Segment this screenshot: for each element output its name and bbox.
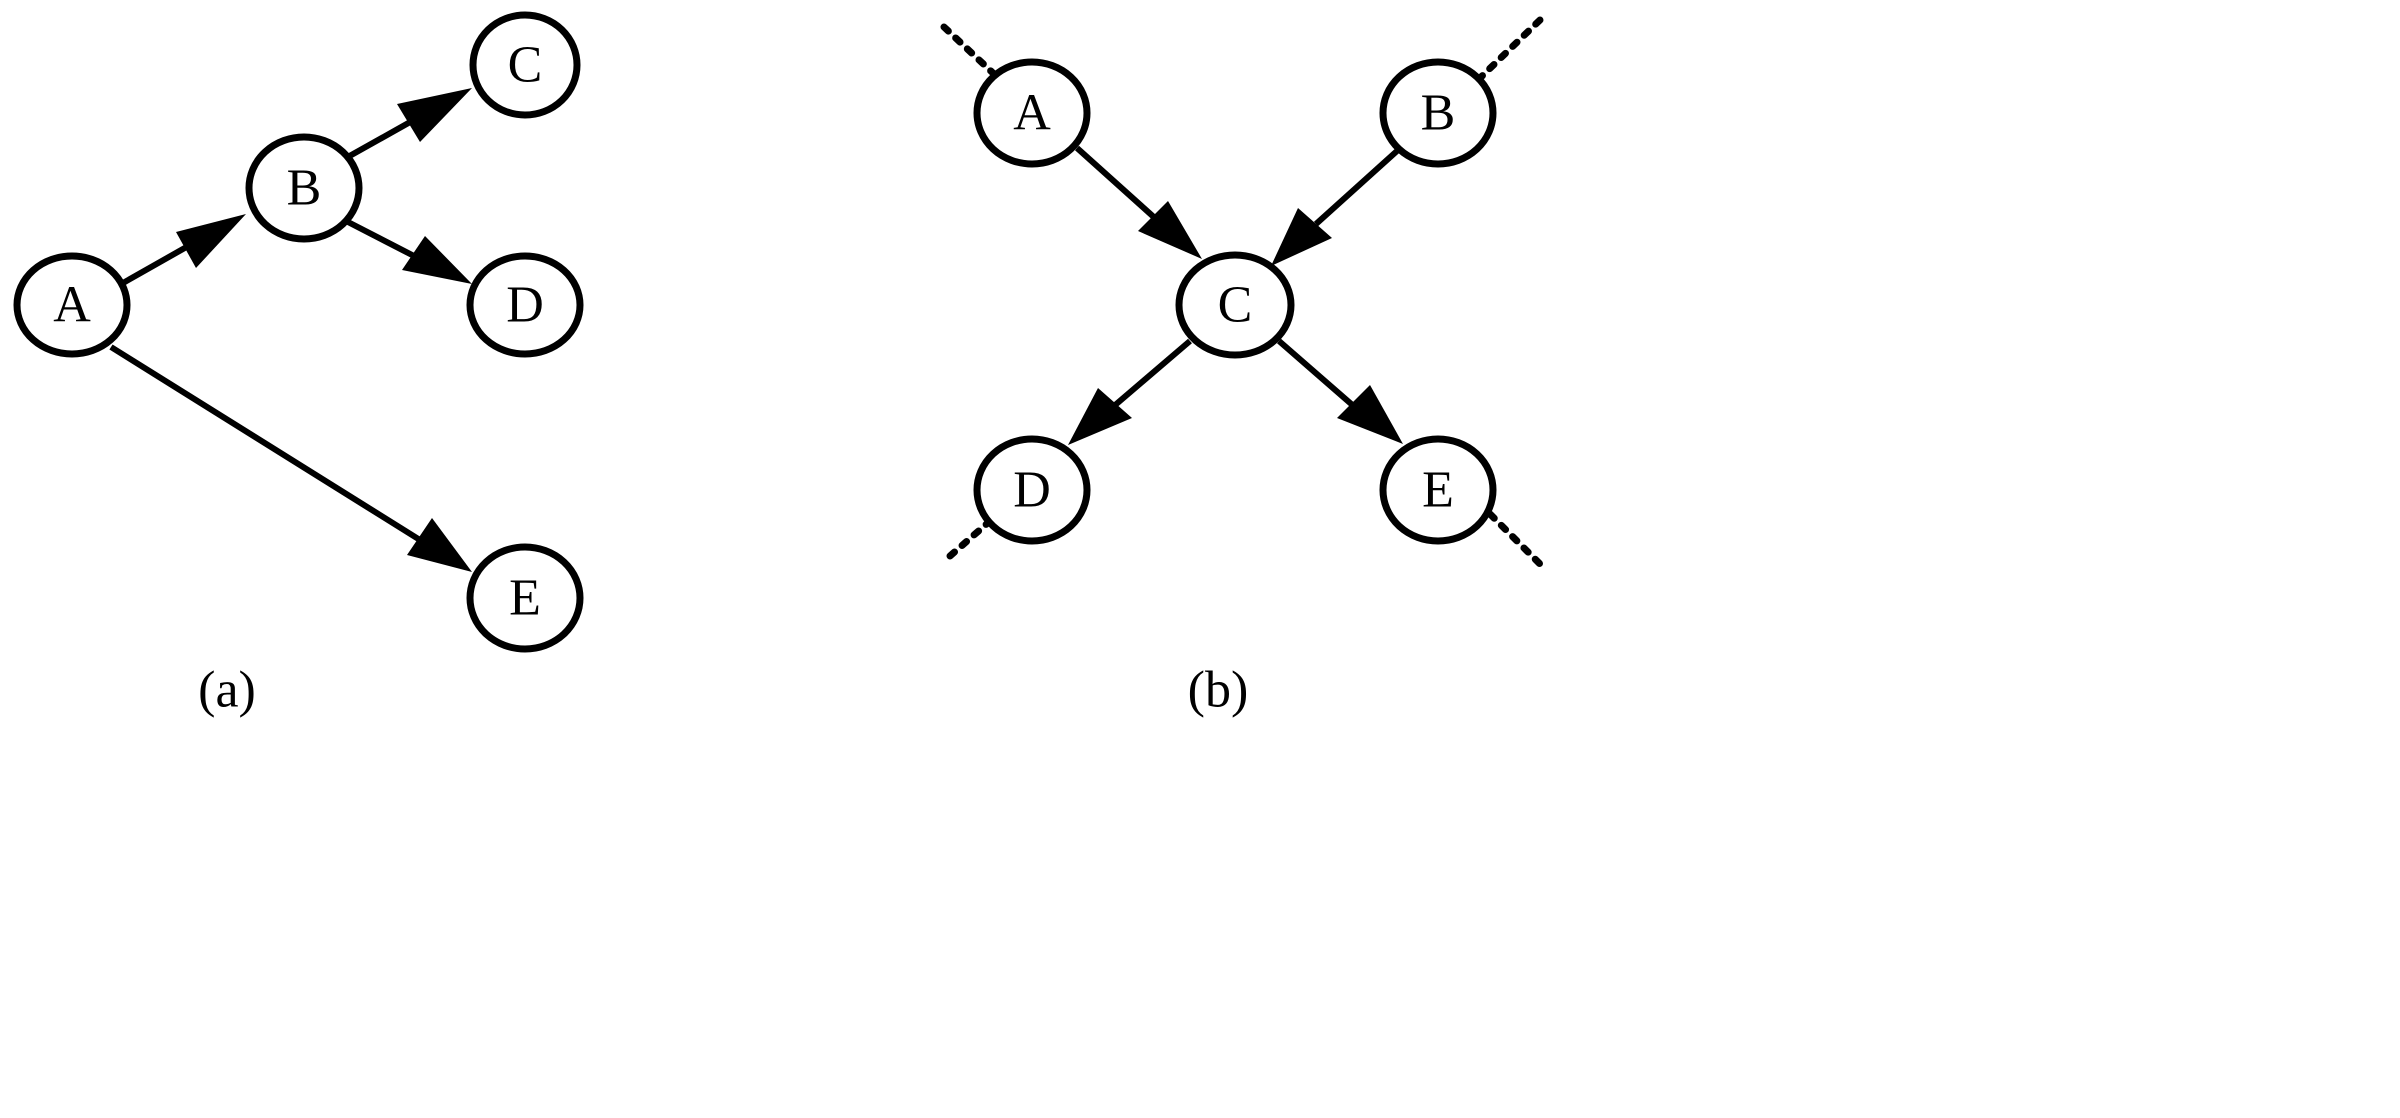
edge-a-to-b [121, 214, 246, 286]
node-b-c-label: C [1218, 277, 1253, 334]
diagram-b: A B C D E (b) [940, 16, 1544, 719]
caption-a: (a) [198, 662, 256, 719]
node-a: A [13, 252, 131, 358]
node-d-label: D [506, 277, 544, 334]
external-link-a [940, 23, 998, 78]
edge-b-a-to-c [1074, 145, 1202, 259]
node-b-label: B [287, 160, 322, 217]
node-d: D [466, 252, 584, 358]
node-b-c: C [1175, 251, 1295, 359]
node-b-d: D [973, 435, 1091, 545]
node-b-a-label: A [1013, 85, 1051, 142]
external-link-b [1476, 16, 1544, 82]
external-link-e [1486, 510, 1544, 568]
node-e: E [466, 543, 584, 653]
node-a-label: A [53, 277, 91, 334]
diagram-canvas: A B C D E (a) [13, 11, 1544, 719]
edge-b-b-to-c [1271, 148, 1400, 266]
node-b-a: A [973, 58, 1091, 168]
node-e-label: E [509, 570, 541, 627]
node-b-b: B [1379, 58, 1497, 168]
node-b-e: E [1379, 435, 1497, 545]
edge-b-c-to-d [1068, 338, 1192, 445]
node-c-label: C [508, 37, 543, 94]
node-c: C [469, 11, 581, 119]
diagram-a: A B C D E (a) [13, 11, 584, 719]
external-link-d [946, 517, 994, 560]
node-b: B [245, 133, 363, 243]
node-b-d-label: D [1013, 462, 1051, 519]
edge-a-to-e [109, 344, 472, 572]
edge-b-to-c [344, 88, 472, 161]
edge-b-c-to-e [1277, 338, 1403, 444]
edge-b-to-d [346, 219, 472, 284]
node-b-b-label: B [1421, 85, 1456, 142]
caption-b: (b) [1188, 662, 1249, 719]
node-b-e-label: E [1422, 462, 1454, 519]
figure: A B C D E (a) [0, 0, 1568, 741]
